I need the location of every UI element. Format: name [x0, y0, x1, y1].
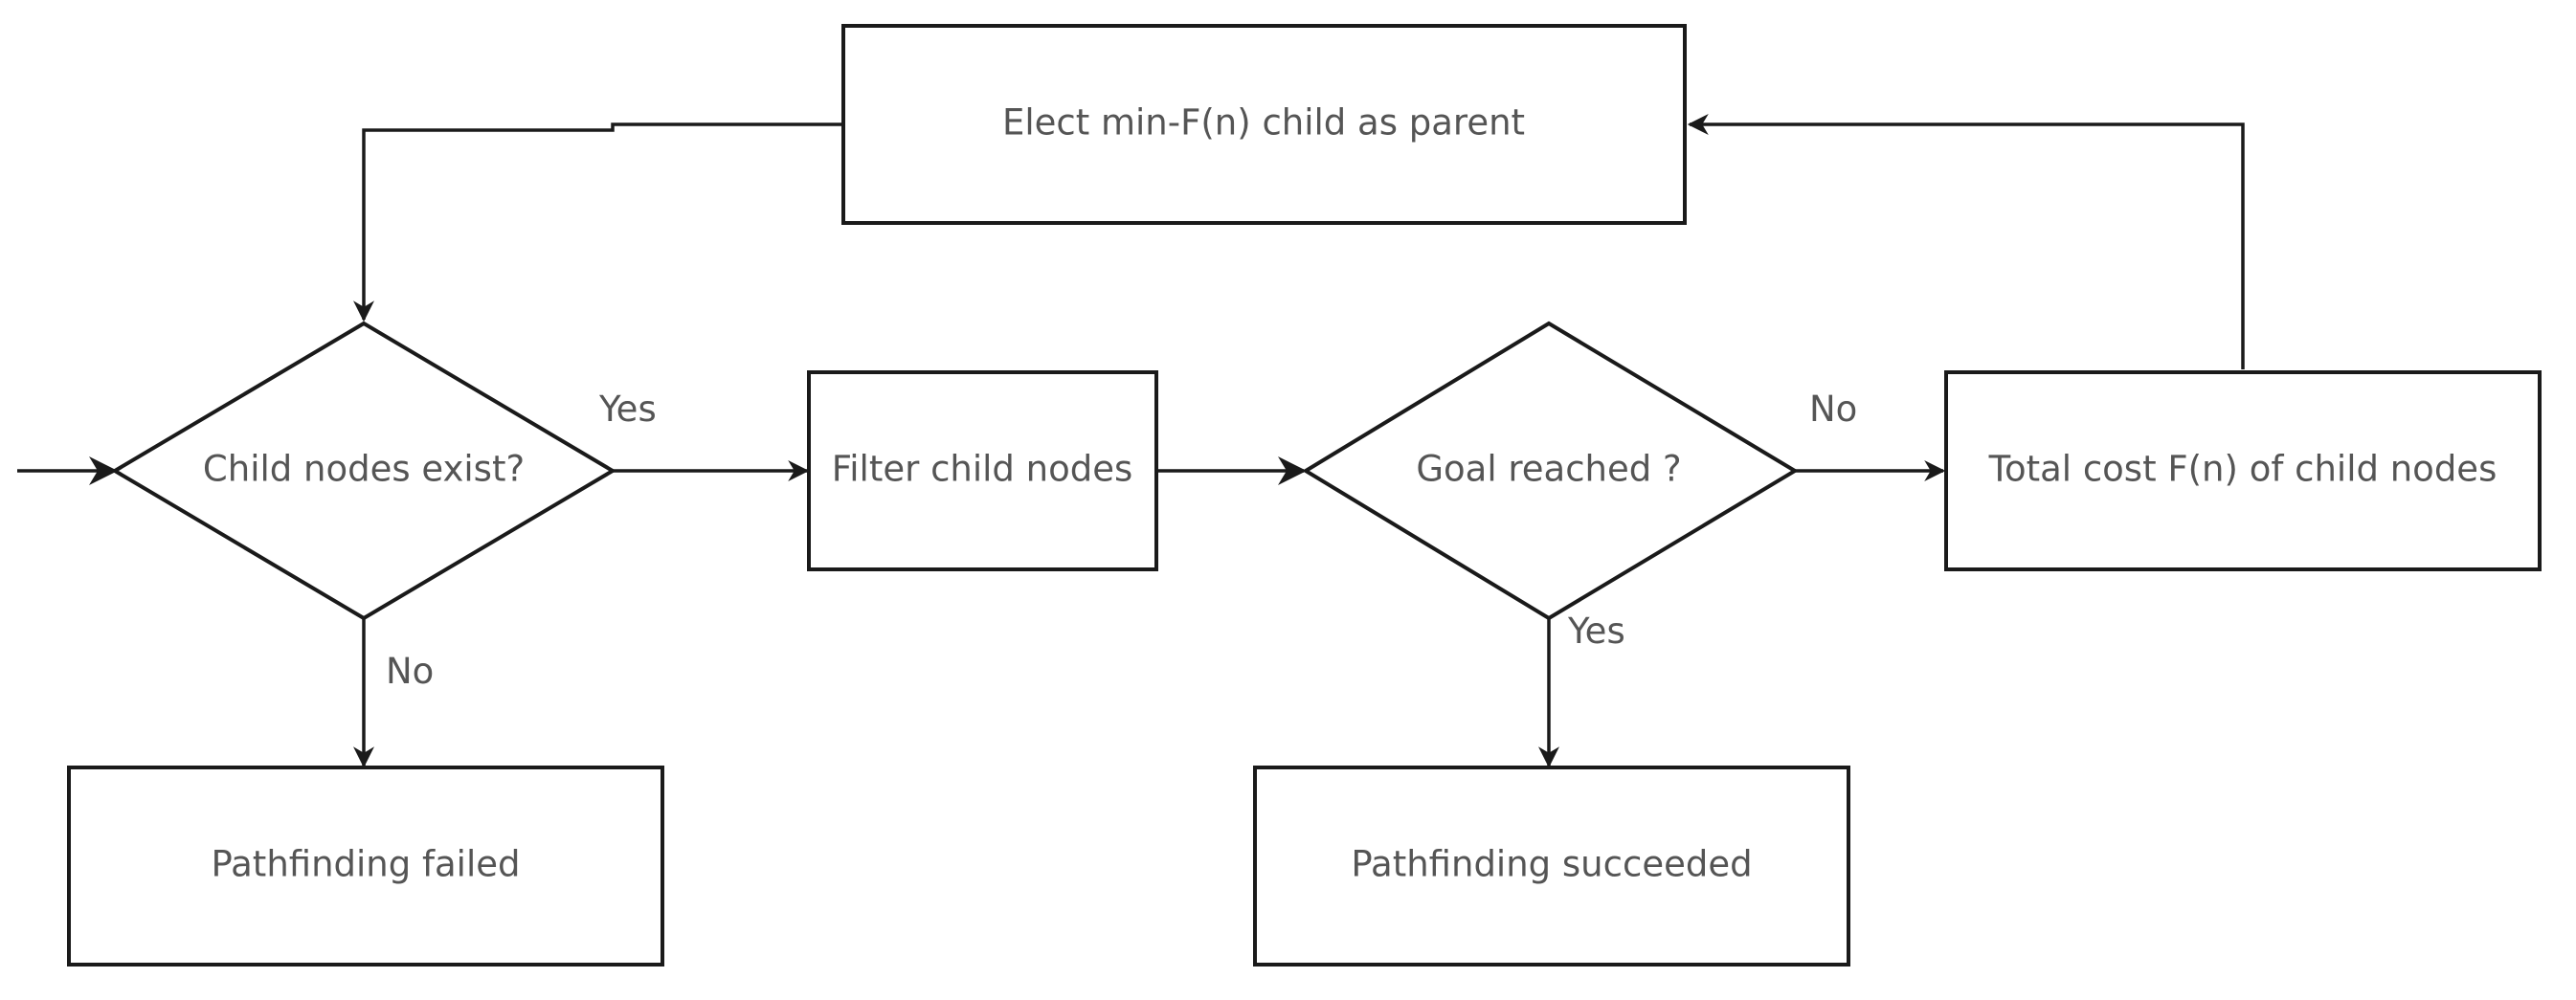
node-failed-label: Pathfinding failed	[211, 844, 520, 885]
edge-label-child-exist-no: No	[386, 651, 434, 692]
node-filter-label: Filter child nodes	[832, 449, 1133, 490]
edge-label-goal-no: No	[1809, 389, 1857, 430]
node-goal-label: Goal reached ?	[1416, 449, 1681, 490]
edge-total-cost-to-elect	[1687, 114, 2245, 369]
node-total-cost: Total cost F(n) of child nodes	[1944, 370, 2542, 571]
node-elect-label: Elect min-F(n) child as parent	[1002, 102, 1525, 144]
node-succeeded-label: Pathfinding succeeded	[1351, 844, 1752, 885]
node-child-exist: Child nodes exist?	[111, 321, 616, 621]
node-total-cost-label: Total cost F(n) of child nodes	[1988, 449, 2498, 490]
node-succeeded: Pathfinding succeeded	[1253, 766, 1850, 967]
edge-elect-to-child-exist	[353, 122, 842, 322]
node-child-exist-label: Child nodes exist?	[203, 449, 525, 490]
edge-label-child-exist-yes: Yes	[598, 389, 657, 430]
node-elect: Elect min-F(n) child as parent	[841, 24, 1687, 225]
node-failed: Pathfinding failed	[67, 766, 664, 967]
edge-label-goal-yes: Yes	[1567, 611, 1625, 652]
node-filter: Filter child nodes	[807, 370, 1158, 571]
node-goal: Goal reached ?	[1302, 321, 1799, 621]
